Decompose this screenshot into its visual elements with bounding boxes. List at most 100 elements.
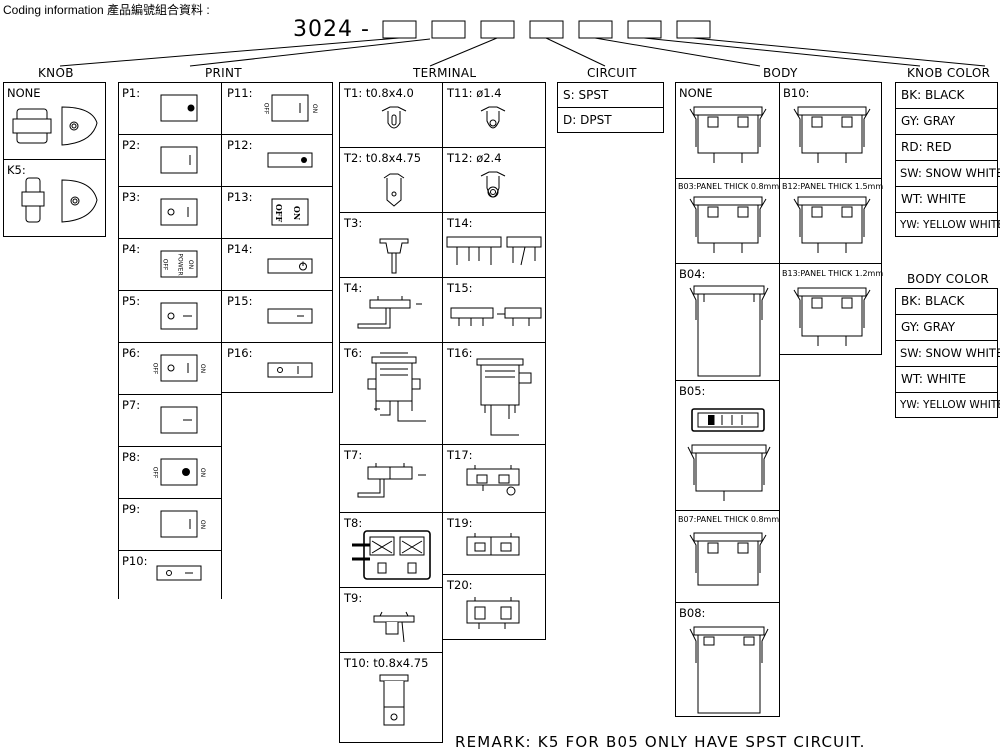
body-color-white: WT: WHITE	[895, 366, 998, 393]
terminal-t4-drawing	[357, 296, 422, 329]
rocker-face-line-text-icon	[271, 94, 309, 122]
terminal-t8-drawing	[352, 530, 431, 580]
terminal-t9-drawing	[373, 611, 415, 643]
rocker-face-dash-icon	[160, 406, 198, 434]
terminal-label: T7:	[344, 448, 363, 462]
body-cell-b05: B05:	[675, 380, 780, 511]
body-label: B05:	[679, 384, 706, 398]
print-label: P10:	[122, 554, 148, 568]
rocker-face-power-symbol-icon	[267, 258, 313, 274]
terminal-t10-drawing	[379, 674, 409, 726]
body-label: NONE	[679, 86, 713, 100]
terminal-label: T19:	[447, 516, 473, 530]
print-mark-on: ON	[292, 205, 303, 221]
remark-note: REMARK: K5 FOR B05 ONLY HAVE SPST CIRCUI…	[455, 733, 866, 751]
print-cell-p15: P15:	[221, 290, 333, 343]
body-cell-none: NONE	[675, 82, 780, 179]
terminal-label: T12: ø2.4	[447, 151, 502, 165]
circuit-option-dpst: D: DPST	[557, 107, 664, 133]
print-mark-on: ON	[199, 467, 207, 478]
body-none-drawing	[689, 106, 767, 163]
terminal-label: T14:	[447, 216, 473, 230]
print-label: P12:	[227, 138, 253, 152]
body-color-black: BK: BLACK	[895, 288, 998, 315]
terminal-t1-drawing	[381, 106, 407, 129]
knob-label: NONE	[7, 86, 41, 100]
terminal-label: T17:	[447, 448, 473, 462]
print-mark-on: ON	[311, 103, 319, 114]
print-mark-on: ON	[187, 259, 195, 270]
body-b12-drawing	[793, 196, 871, 253]
terminal-cell-t2: T2: t0.8x4.75	[339, 147, 443, 213]
body-b03-drawing	[689, 196, 767, 253]
terminal-t16-drawing	[476, 358, 532, 436]
print-mark-off: OFF	[262, 102, 270, 115]
body-label: B03:PANEL THICK 0.8mm	[678, 182, 780, 191]
rocker-face-line-icon	[160, 146, 198, 174]
print-label: P8:	[122, 450, 141, 464]
terminal-cell-t6: T6:	[339, 342, 443, 445]
print-cell-p1: P1:	[118, 82, 222, 135]
rocker-face-small-o-line-icon	[267, 362, 313, 378]
rocker-face-on-off-text-icon	[271, 198, 309, 226]
code-slot-boxes	[59, 20, 986, 67]
terminal-cell-t9: T9:	[339, 587, 443, 653]
print-cell-p11: P11: OFF ON	[221, 82, 333, 135]
print-cell-p12: P12:	[221, 134, 333, 187]
terminal-label: T20:	[447, 578, 473, 592]
knob-none-drawing	[12, 106, 98, 146]
print-cell-p7: P7:	[118, 394, 222, 447]
terminal-label: T4:	[344, 281, 363, 295]
terminal-t7-drawing	[357, 463, 426, 498]
terminal-t17-drawing	[466, 465, 520, 496]
body-b07-drawing	[689, 532, 767, 586]
print-label: P1:	[122, 86, 141, 100]
print-cell-p3: P3:	[118, 186, 222, 239]
print-label: P4:	[122, 242, 141, 256]
rocker-face-o-line-icon	[160, 198, 198, 226]
terminal-label: T16:	[447, 346, 473, 360]
print-label: P11:	[227, 86, 253, 100]
terminal-label: T15:	[447, 281, 473, 295]
body-color-gray: GY: GRAY	[895, 314, 998, 341]
print-label: P6:	[122, 346, 141, 360]
rocker-face-small-o-dash-icon	[156, 565, 202, 581]
rocker-face-o-line-text-icon	[160, 354, 198, 382]
body-label: B08:	[679, 606, 706, 620]
knob-color-white: WT: WHITE	[895, 186, 998, 213]
body-cell-b08: B08:	[675, 602, 780, 717]
print-mark-on: ON	[199, 363, 207, 374]
print-cell-p9: P9: ON	[118, 498, 222, 551]
section-header-terminal: TERMINAL	[413, 66, 477, 80]
print-label: P13:	[227, 190, 253, 204]
print-mark-off: OFF	[274, 203, 285, 223]
body-cell-b12: B12:PANEL THICK 1.5mm	[779, 178, 883, 264]
body-color-yellow-white: YW: YELLOW WHITE	[895, 392, 1000, 418]
section-header-knob: KNOB	[38, 66, 74, 80]
terminal-t20-drawing	[466, 597, 520, 629]
terminal-label: T3:	[344, 216, 363, 230]
body-label: B10:	[783, 86, 810, 100]
rocker-face-dot-icon	[160, 94, 198, 122]
terminal-t14-drawing	[446, 236, 542, 266]
knob-color-yellow-white: YW: YELLOW WHITE	[895, 212, 1000, 237]
body-cell-b07: B07:PANEL THICK 0.8mm	[675, 510, 780, 603]
section-header-print: PRINT	[205, 66, 242, 80]
body-b10-drawing	[793, 106, 871, 163]
terminal-label: T6:	[344, 346, 363, 360]
print-label: P2:	[122, 138, 141, 152]
terminal-cell-t10: T10: t0.8x4.75	[339, 652, 443, 743]
body-cell-b10: B10:	[779, 82, 882, 179]
print-label: P15:	[227, 294, 253, 308]
terminal-cell-t16: T16:	[442, 342, 546, 445]
section-header-body-color: BODY COLOR	[907, 272, 990, 286]
body-b13-drawing	[793, 287, 871, 346]
print-label: P3:	[122, 190, 141, 204]
terminal-cell-t11: T11: ø1.4	[442, 82, 546, 148]
knob-color-black: BK: BLACK	[895, 82, 998, 109]
print-mark-off: OFF	[151, 466, 159, 479]
print-cell-p6: P6: OFF ON	[118, 342, 222, 395]
rocker-face-small-dot-icon	[267, 152, 313, 168]
print-mark-power: POWER	[176, 253, 184, 276]
